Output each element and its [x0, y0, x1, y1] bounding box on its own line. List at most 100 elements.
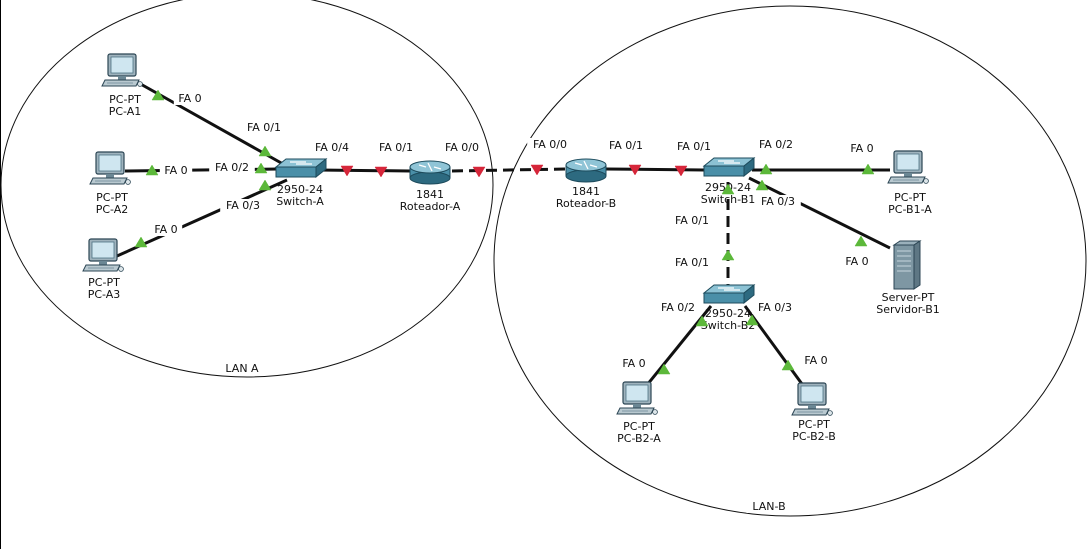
- pc-a1-pc-icon[interactable]: [101, 53, 143, 87]
- port-status-switch-a-l4: [340, 165, 354, 177]
- port-label-pc-a2-l2-bg: [159, 164, 193, 177]
- cable-router-a-to-router-b[interactable]: [451, 167, 567, 173]
- pc-a2-pc-icon[interactable]: [89, 151, 131, 185]
- port-label-switch-b2-l10: FA 0/2: [661, 301, 695, 314]
- port-label-router-b-l6: FA 0/1: [609, 139, 643, 152]
- router-a-model-label: 1841: [416, 188, 444, 201]
- port-status-switch-b1-l8: [755, 179, 769, 191]
- port-status-pc-b1-a-l7: [861, 163, 875, 175]
- port-status-router-a-l5: [472, 166, 486, 178]
- port-label-switch-a-l3-bg: [220, 199, 266, 212]
- pc-b2-a-model-label: PC-PT: [623, 420, 655, 433]
- port-label-pc-b1-a-l7-bg: [845, 142, 879, 155]
- cable-pc-a2-to-switch-a[interactable]: [124, 167, 279, 173]
- port-status-router-b-l5: [530, 164, 544, 176]
- port-label-switch-b2-l9-bg: [669, 256, 715, 269]
- port-label-switch-b2-l9: FA 0/1: [675, 256, 709, 269]
- pc-a2-name-label: PC-A2: [96, 203, 129, 216]
- port-label-server-b1-l8-bg: [840, 255, 874, 268]
- port-status-pc-a3-l3: [134, 236, 148, 248]
- switch-b1-switch-icon[interactable]: [702, 156, 756, 178]
- port-status-switch-b2-l9: [721, 249, 735, 261]
- switch-a-model-label: 2950-24: [277, 183, 323, 196]
- port-status-switch-a-l1: [258, 145, 272, 157]
- cable-switch-b1-to-server-b1[interactable]: [748, 176, 891, 250]
- port-label-pc-b2-b-l11-bg: [799, 354, 833, 367]
- pc-b1-a-pc-icon[interactable]: [887, 150, 929, 184]
- port-status-pc-a2-l2: [145, 164, 159, 176]
- server-b1-server-icon[interactable]: [892, 240, 922, 290]
- switch-a-name-label: Switch-A: [276, 195, 324, 208]
- pc-b2-b-name-label: PC-B2-B: [792, 430, 836, 443]
- pc-a3-pc-icon[interactable]: [82, 238, 124, 272]
- port-label-switch-b1-l9-bg: [669, 214, 715, 227]
- port-status-pc-a1-l1: [151, 89, 165, 101]
- ports-layer: FA 0 FA 0/1 FA 0 FA 0/2 FA 0 FA 0/3 FA 0/4 FA 0…: [134, 89, 879, 375]
- port-label-router-a-l4: FA 0/1: [379, 141, 413, 154]
- port-label-pc-a3-l3-bg: [149, 223, 183, 236]
- port-label-switch-b2-l11: FA 0/3: [758, 301, 792, 314]
- port-label-server-b1-l8: FA 0: [845, 255, 868, 268]
- pc-b2-a-name-label: PC-B2-A: [617, 432, 661, 445]
- port-label-router-a-l5-bg: [439, 141, 485, 154]
- port-label-pc-a1-l1: FA 0: [178, 92, 201, 105]
- port-label-pc-a1-l1-bg: [173, 92, 207, 105]
- area-outline-lan-a: [0, 0, 494, 378]
- router-b-name-label: Roteador-B: [556, 197, 616, 210]
- port-label-pc-a2-l2: FA 0: [164, 164, 187, 177]
- pc-b1-a-model-label: PC-PT: [894, 191, 926, 204]
- pc-b2-a-pc-icon[interactable]: [616, 381, 658, 415]
- port-label-switch-a-l1: FA 0/1: [247, 121, 281, 134]
- pc-a3-model-label: PC-PT: [88, 276, 120, 289]
- pc-b1-a-name-label: PC-B1-A: [888, 203, 932, 216]
- pc-b2-b-model-label: PC-PT: [798, 418, 830, 431]
- switch-b2-switch-icon[interactable]: [702, 283, 756, 305]
- areas-layer: LAN A LAN-B: [0, 0, 1087, 517]
- port-status-pc-b2-a-l10: [657, 363, 671, 375]
- port-status-switch-b1-l9: [721, 183, 735, 195]
- port-status-router-a-l4: [374, 166, 388, 178]
- port-label-router-b-l6-bg: [603, 139, 649, 152]
- switch-a-switch-icon[interactable]: [274, 157, 328, 179]
- router-b-model-label: 1841: [572, 185, 600, 198]
- port-label-router-a-l5: FA 0/0: [445, 141, 479, 154]
- router-b-router-icon[interactable]: [565, 158, 607, 183]
- port-label-switch-a-l1-bg: [241, 121, 287, 134]
- cable-router-b-to-switch-b1[interactable]: [605, 167, 705, 172]
- port-status-pc-b2-b-l11: [781, 359, 795, 371]
- cable-pc-a3-to-switch-a[interactable]: [116, 178, 288, 258]
- port-label-pc-b2-a-l10: FA 0: [622, 357, 645, 370]
- port-status-switch-a-l2: [254, 162, 268, 174]
- pc-a1-model-label: PC-PT: [109, 93, 141, 106]
- area-label-lan-b: LAN-B: [752, 500, 785, 513]
- port-status-switch-b2-l10: [695, 315, 709, 327]
- port-label-router-a-l4-bg: [373, 141, 419, 154]
- switch-b2-model-label: 2950-24: [705, 307, 751, 320]
- router-a-name-label: Roteador-A: [400, 200, 461, 213]
- pc-b2-b-pc-icon[interactable]: [791, 382, 833, 416]
- canvas-left-edge: [0, 0, 1, 549]
- area-label-lan-a: LAN A: [225, 362, 259, 375]
- port-label-pc-a3-l3: FA 0: [154, 223, 177, 236]
- port-status-switch-b1-l7: [759, 163, 773, 175]
- router-a-router-icon[interactable]: [409, 160, 451, 185]
- port-label-switch-b1-l7-bg: [753, 138, 799, 151]
- port-status-switch-a-l3: [258, 179, 272, 191]
- port-label-pc-b2-a-l10-bg: [617, 357, 651, 370]
- port-label-pc-b1-a-l7: FA 0: [850, 142, 873, 155]
- cable-switch-a-to-router-a[interactable]: [317, 168, 411, 173]
- port-label-switch-a-l2: FA 0/2: [215, 161, 249, 174]
- port-label-router-b-l5: FA 0/0: [533, 138, 567, 151]
- port-label-switch-a-l4: FA 0/4: [315, 141, 349, 154]
- port-label-switch-b1-l9: FA 0/1: [675, 214, 709, 227]
- server-b1-model-label: Server-PT: [882, 291, 935, 304]
- server-b1-name-label: Servidor-B1: [876, 303, 940, 316]
- port-label-pc-b2-b-l11: FA 0: [804, 354, 827, 367]
- area-label-bg-lan-b: [746, 499, 792, 513]
- pc-a1-name-label: PC-A1: [109, 105, 142, 118]
- port-label-switch-b2-l11-bg: [752, 301, 798, 314]
- port-label-switch-b1-l6-bg: [671, 140, 717, 153]
- port-status-switch-b1-l6: [674, 165, 688, 177]
- port-label-switch-a-l2-bg: [209, 161, 255, 174]
- port-status-switch-b2-l11: [745, 314, 759, 326]
